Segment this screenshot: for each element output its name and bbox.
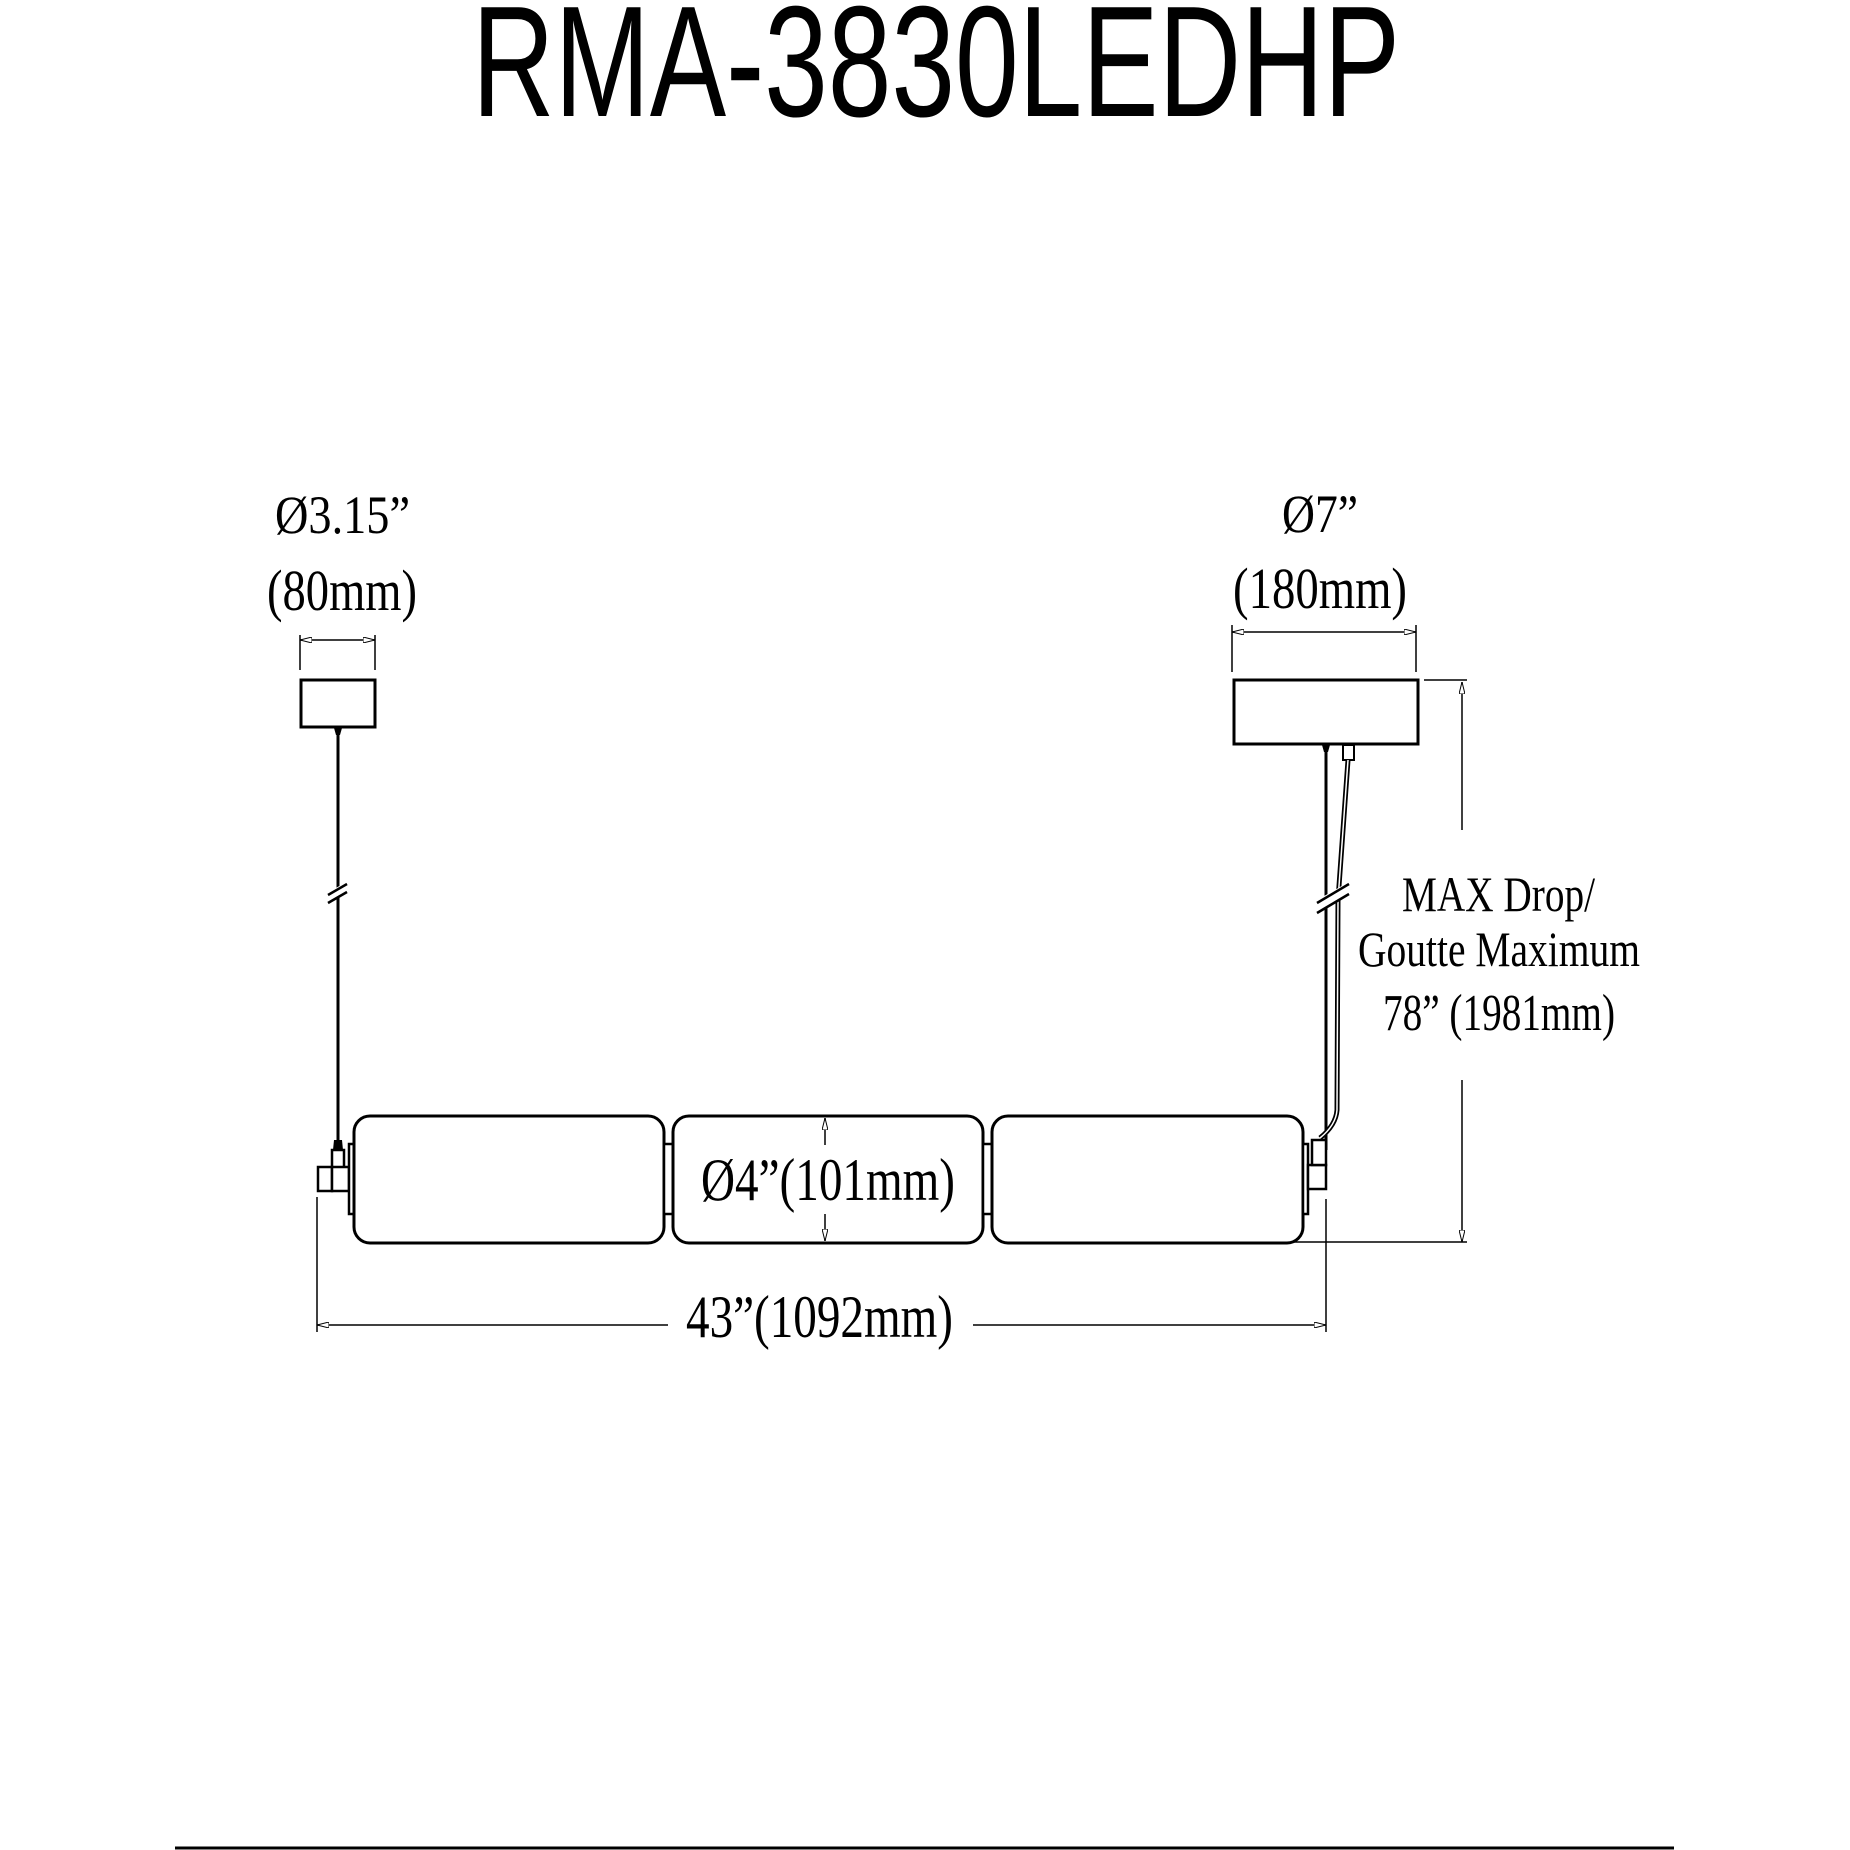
large-canopy-dimension: Ø7” (180mm) [1231, 484, 1417, 672]
small-canopy-dimension: Ø3.15” (80mm) [267, 485, 417, 670]
tube-left [352, 1114, 666, 1245]
small-canopy [299, 678, 377, 729]
tube-right [990, 1114, 1305, 1245]
left-end-connector [316, 1142, 356, 1216]
overall-length-label: 43”(1092mm) [686, 1284, 953, 1350]
small-canopy-inch-label: Ø3.15” [275, 485, 410, 545]
left-suspension-cable [324, 728, 350, 1150]
tube-diameter-label: Ø4”(101mm) [701, 1147, 955, 1213]
large-canopy-inch-label: Ø7” [1282, 484, 1358, 544]
right-end-connector [1301, 1138, 1328, 1216]
max-drop-label-line3: 78” (1981mm) [1383, 985, 1615, 1042]
max-drop-dimension: MAX Drop/ Goutte Maximum 78” (1981mm) [1290, 679, 1640, 1243]
small-canopy-mm-label: (80mm) [267, 558, 417, 623]
large-canopy [1232, 678, 1420, 746]
model-title: RMA-3830LEDHP [472, 0, 1400, 150]
light-tubes [352, 1114, 1305, 1245]
max-drop-label-line1: MAX Drop/ [1402, 866, 1595, 922]
large-canopy-mm-label: (180mm) [1233, 556, 1407, 621]
max-drop-label-line2: Goutte Maximum [1358, 921, 1640, 977]
tube-diameter-dimension: Ø4”(101mm) [701, 1118, 955, 1241]
overall-length-dimension: 43”(1092mm) [316, 1197, 1327, 1350]
right-suspension-cable [1312, 744, 1355, 1150]
